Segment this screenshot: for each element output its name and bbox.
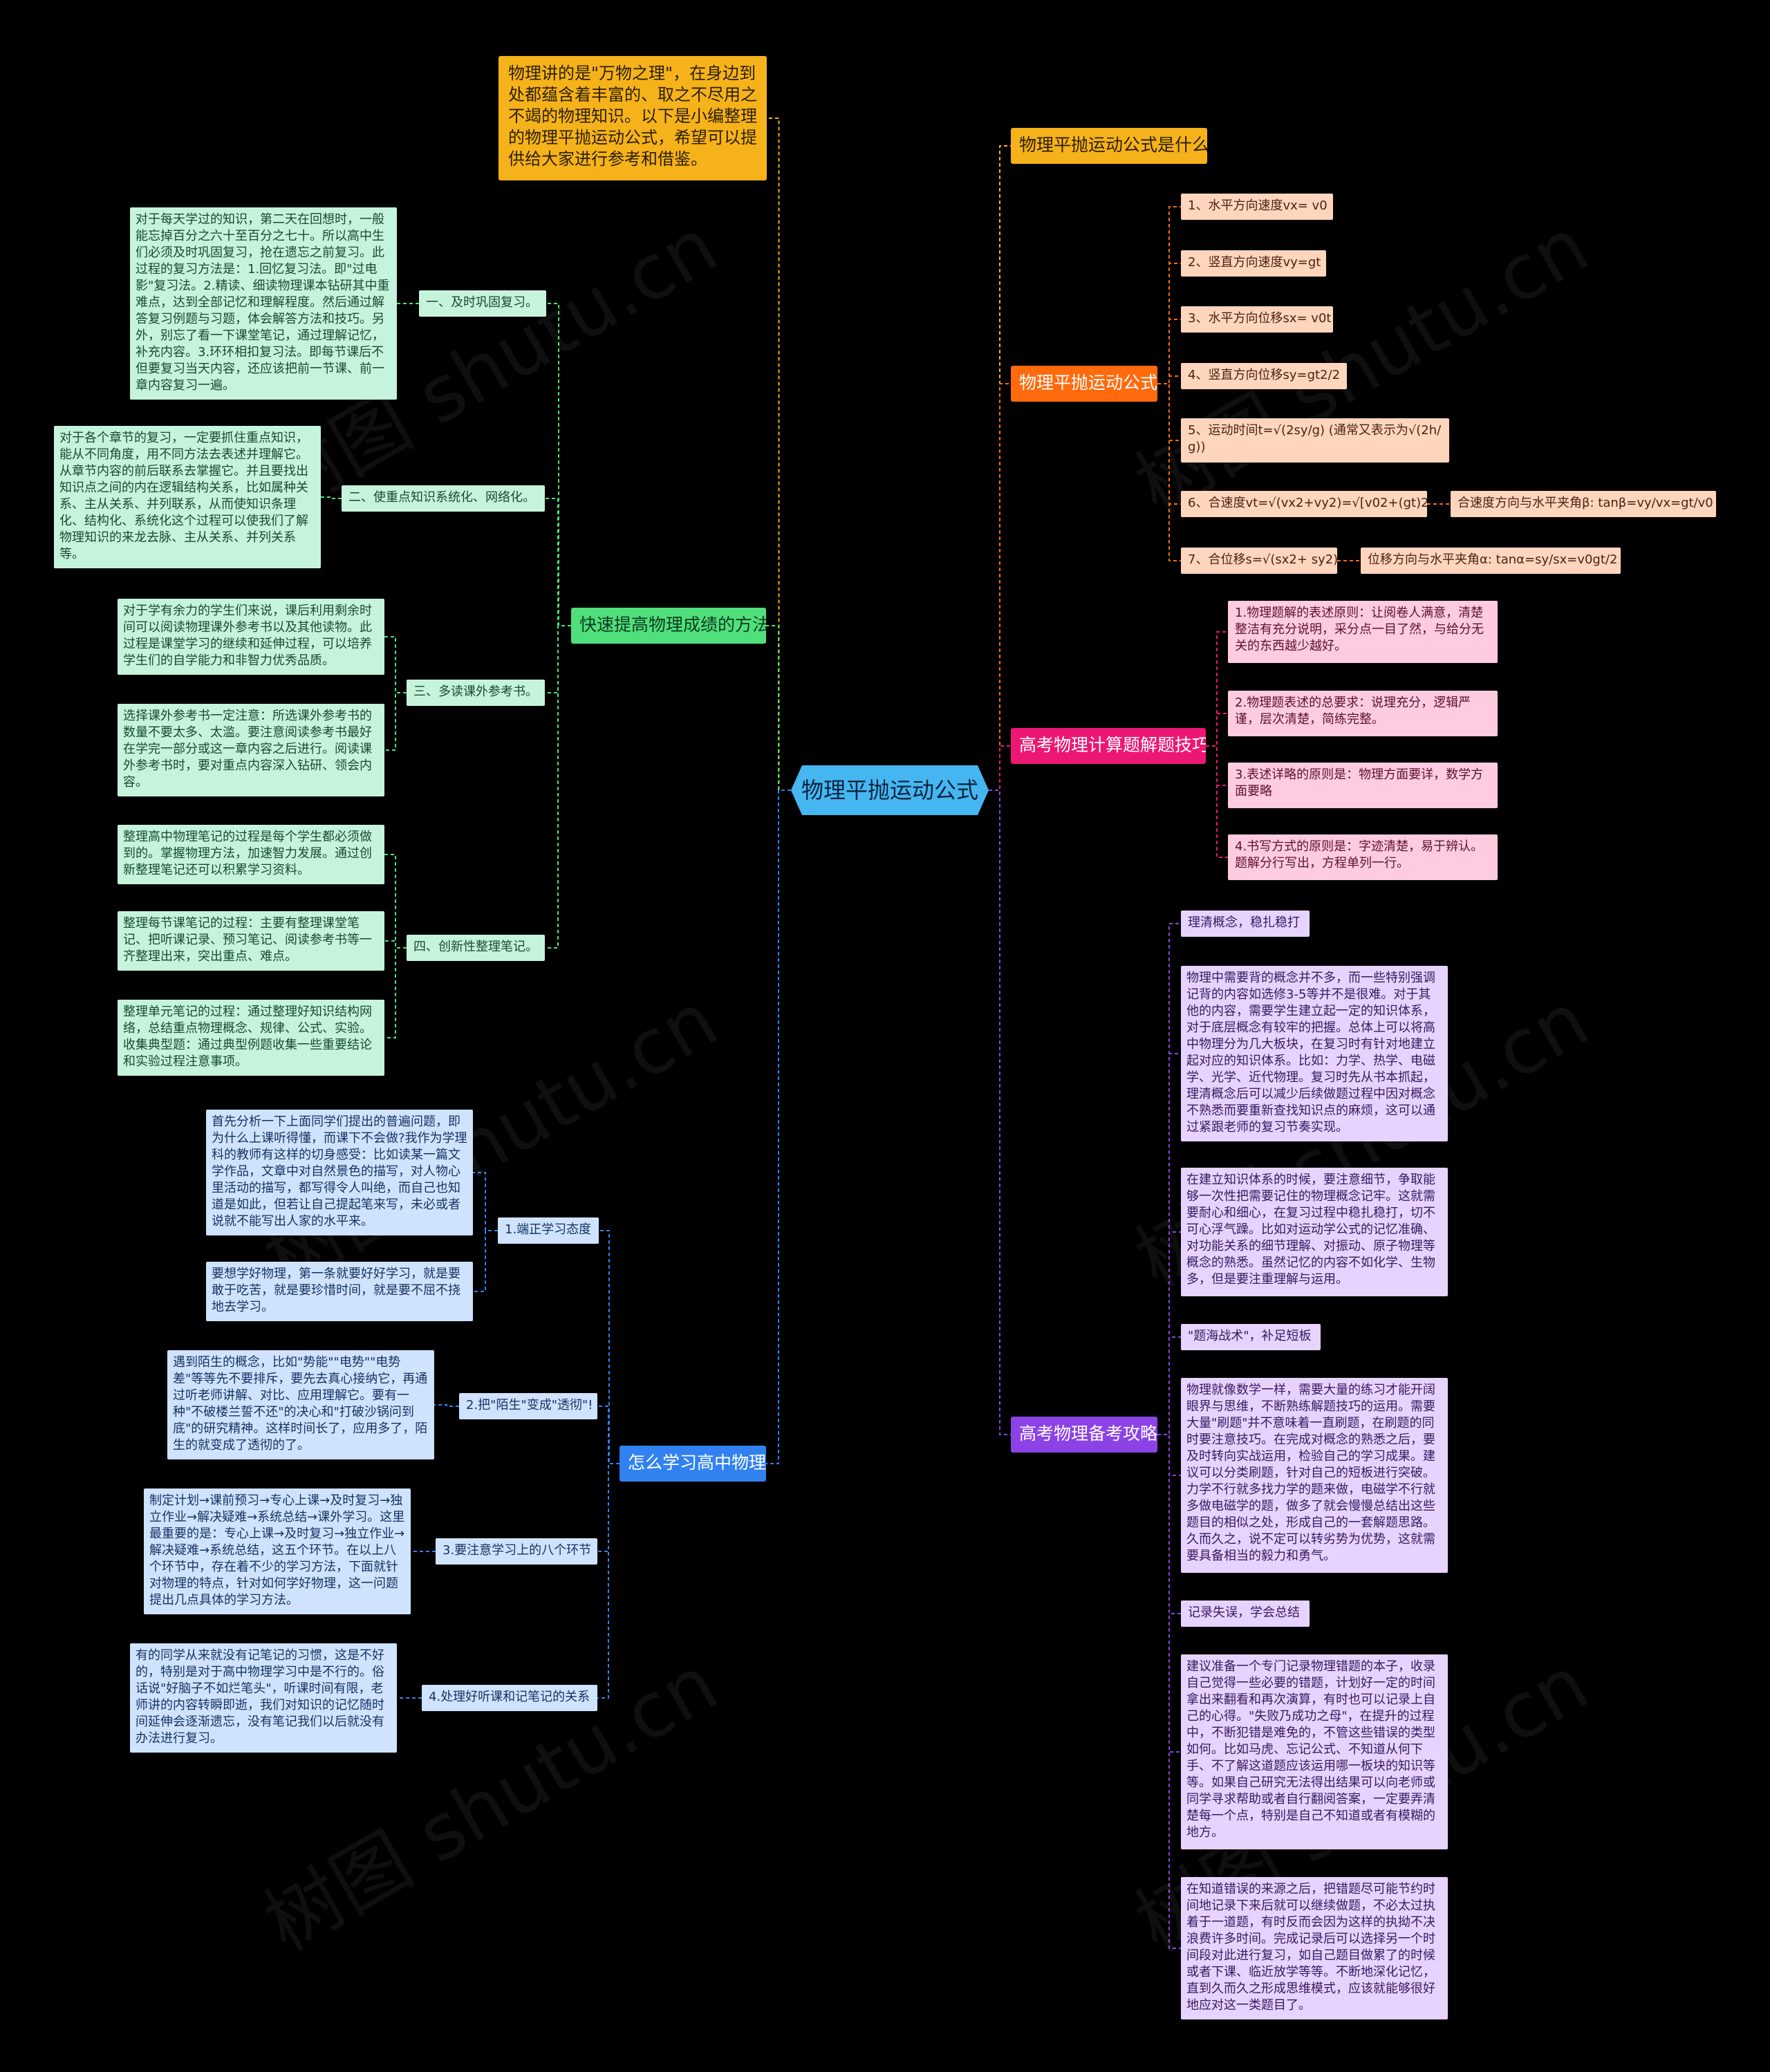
connector-line xyxy=(473,1230,498,1292)
strategy-label[interactable]: 理清概念，稳扎稳打 xyxy=(1181,911,1310,937)
connector-line xyxy=(989,745,1011,791)
connector-line xyxy=(1157,1231,1181,1435)
branch-improve-methods[interactable]: 快速提高物理成绩的方法 xyxy=(571,608,766,644)
connector-line xyxy=(473,1172,498,1231)
tip-item[interactable]: 4.书写方式的原则是：字迹清楚，易于辨认。题解分行写出，方程单列一行。 xyxy=(1228,834,1498,880)
formula-item[interactable]: 2、竖直方向速度vy=gt xyxy=(1181,250,1326,277)
formula-note-displacement-angle[interactable]: 位移方向与水平夹角α: tanα=sy/sx=v0gt/2 xyxy=(1361,548,1621,574)
strategy-paragraph[interactable]: 物理就像数学一样，需要大量的练习才能开阔眼界与思维，不断熟练解题技巧的运用。需要… xyxy=(1181,1378,1448,1573)
strategy-paragraph[interactable]: 物理中需要背的概念并不多，而一些特别强调记背的内容如选修3-5等并不是很难。对于… xyxy=(1181,966,1448,1141)
study-paragraph[interactable]: 制定计划→课前预习→专心上课→及时复习→独立作业→解决疑难→系统总结→课外学习。… xyxy=(144,1488,411,1614)
method-label[interactable]: 一、及时巩固复习。 xyxy=(419,290,546,317)
study-paragraph[interactable]: 遇到陌生的概念，比如"势能""电势""电势差"等等先不要排斥，要先去真心接纳它，… xyxy=(167,1350,434,1459)
tip-item[interactable]: 1.物理题解的表述原则：让阅卷人满意，清楚整洁有充分说明，采分点一目了然，与给分… xyxy=(1228,601,1498,663)
connector-line xyxy=(1206,745,1228,786)
study-label[interactable]: 2.把"陌生"变成"透彻"! xyxy=(459,1393,597,1419)
strategy-paragraph[interactable]: 在知道错误的来源之后，把错题尽可能节约时间地记录下来后就可以继续做题，不必太过执… xyxy=(1181,1877,1448,2019)
connector-line xyxy=(1157,1434,1181,1949)
connector-line xyxy=(1157,1336,1181,1435)
connector-line xyxy=(384,940,407,949)
study-label[interactable]: 4.处理好听课和记笔记的关系 xyxy=(422,1685,597,1711)
study-paragraph[interactable]: 要想学好物理，第一条就要好好学习，就是要敢于吃苦，就是要珍惜时间，就是要不屈不挠… xyxy=(206,1262,473,1321)
tip-item[interactable]: 3.表述详略的原则是：物理方面要详，数学方面要略 xyxy=(1228,763,1498,808)
connector-line xyxy=(384,636,407,693)
formula-item[interactable]: 1、水平方向速度vx= v0 xyxy=(1181,194,1333,220)
method-label[interactable]: 二、使重点知识系统化、网络化。 xyxy=(342,485,545,512)
method-paragraph[interactable]: 整理高中物理笔记的过程是每个学生都必须做到的。掌握物理方法，加速智力发展。通过创… xyxy=(118,825,384,884)
branch-exam-strategy[interactable]: 高考物理备考攻略 xyxy=(1011,1417,1157,1453)
branch-formulas[interactable]: 物理平抛运动公式 xyxy=(1011,366,1157,402)
strategy-label[interactable]: "题海战术"，补足短板 xyxy=(1181,1324,1321,1350)
connector-line xyxy=(434,1404,459,1407)
connector-line xyxy=(1206,713,1228,747)
strategy-paragraph[interactable]: 在建立知识体系的时候，要注意细节，争取能够一次性把需要记住的物理概念记牢。这就需… xyxy=(1181,1168,1448,1296)
method-label[interactable]: 三、多读课外参考书。 xyxy=(407,680,545,706)
connector-line xyxy=(1206,745,1228,858)
branch-calc-tips[interactable]: 高考物理计算题解题技巧 xyxy=(1011,728,1206,764)
connector-line xyxy=(1157,383,1181,561)
connector-line xyxy=(597,1463,620,1699)
tip-item[interactable]: 2.物理题表述的总要求：说理充分，逻辑严谨，层次清楚，简练完整。 xyxy=(1228,691,1498,736)
formula-note-velocity-angle[interactable]: 合速度方向与水平夹角β: tanβ=vy/vx=gt/v0 xyxy=(1451,491,1716,517)
connector-line xyxy=(1157,375,1181,384)
formula-item[interactable]: 3、水平方向位移sx= v0t xyxy=(1181,306,1333,333)
method-paragraph[interactable]: 对于每天学过的知识，第二天在回想时，一般能忘掉百分之六十至百分之七十。所以高中生… xyxy=(130,207,397,400)
strategy-label[interactable]: 记录失误，学会总结 xyxy=(1181,1600,1310,1627)
connector-line xyxy=(384,947,407,1038)
root-topic[interactable]: 物理平抛运动公式 xyxy=(791,765,989,815)
connector-line xyxy=(546,303,571,626)
study-label[interactable]: 1.端正学习态度 xyxy=(498,1217,599,1244)
connector-line xyxy=(766,625,791,791)
method-paragraph[interactable]: 对于各个章节的复习，一定要抓住重点知识，能从不同角度，用不同方法去表述并理解它。… xyxy=(54,426,321,568)
formula-item[interactable]: 4、竖直方向位移sy=gt2/2 xyxy=(1181,363,1347,389)
connector-line xyxy=(384,854,407,949)
connector-line xyxy=(1157,319,1181,384)
connector-line xyxy=(989,790,1011,1435)
branch-how-to-study[interactable]: 怎么学习高中物理 xyxy=(620,1446,766,1482)
connector-line xyxy=(766,790,791,1464)
study-paragraph[interactable]: 有的同学从来就没有记笔记的习惯，这是不好的，特别是对于高中物理学习中是不行的。俗… xyxy=(130,1643,397,1753)
connector-line xyxy=(384,692,407,751)
connector-line xyxy=(597,1463,620,1552)
formula-item[interactable]: 7、合位移s=√(sx2+ sy2) xyxy=(1181,548,1337,574)
method-label[interactable]: 四、创新性整理笔记。 xyxy=(407,935,545,961)
method-paragraph[interactable]: 选择课外参考书一定注意：所选课外参考书的数量不要太多、太滥。要注意阅读参考书最好… xyxy=(118,704,384,796)
connector-line xyxy=(545,498,571,626)
study-label[interactable]: 3.要注意学习上的八个环节 xyxy=(436,1538,597,1565)
intro-note[interactable]: 物理讲的是"万物之理"，在身边到处都蕴含着丰富的、取之不尽用之不竭的物理知识。以… xyxy=(499,56,767,180)
method-paragraph[interactable]: 整理单元笔记的过程：通过整理好知识结构网络，总结重点物理概念、规律、公式、实验。… xyxy=(118,1000,384,1076)
connector-line xyxy=(321,496,342,499)
connector-line xyxy=(599,1230,620,1464)
strategy-paragraph[interactable]: 建议准备一个专门记录物理错题的本子，收录自己觉得一些必要的错题，计划好一定的时间… xyxy=(1181,1654,1448,1849)
method-paragraph[interactable]: 对于学有余力的学生们来说，课后利用剩余时间可以阅读物理课外参考书以及其他读物。此… xyxy=(118,599,384,675)
connector-line xyxy=(1206,631,1228,747)
formula-item[interactable]: 6、合速度vt=√(vx2+vy2)=√[v02+(gt)2] xyxy=(1181,491,1427,517)
connector-line xyxy=(545,625,571,949)
method-paragraph[interactable]: 整理每节课笔记的过程：主要有整理课堂笔记、把听课记录、预习笔记、阅读参考书等一齐… xyxy=(118,911,384,971)
connector-line xyxy=(989,383,1011,791)
study-paragraph[interactable]: 首先分析一下上面同学们提出的普遍问题，即为什么上课听得懂，而课下不会做?我作为学… xyxy=(206,1110,473,1235)
formula-item[interactable]: 5、运动时间t=√(2sy/g) (通常又表示为√(2h/g)) xyxy=(1181,418,1449,463)
connector-line xyxy=(597,1406,620,1464)
branch-what-is[interactable]: 物理平抛运动公式是什么 xyxy=(1011,128,1207,164)
